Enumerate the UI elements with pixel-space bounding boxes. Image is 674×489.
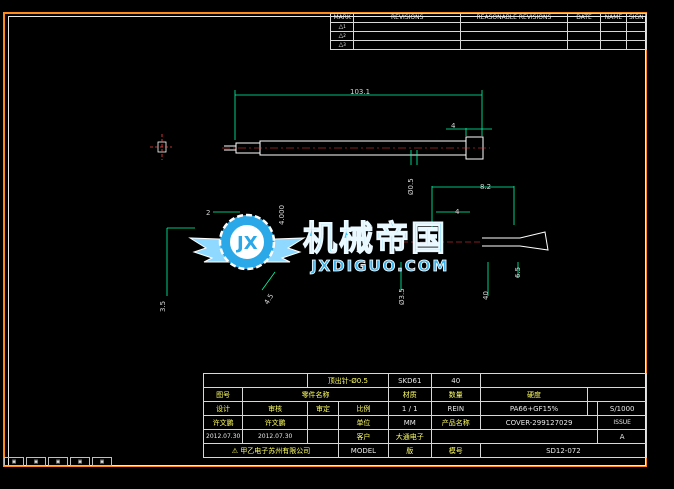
revision-row: △3 [329,40,648,50]
dim-label-6-5: 6.5 [514,267,522,278]
dim-overall-length: 103.1 [350,88,370,96]
resin-value: PA66+GF15% [479,401,589,416]
model-value: 版 [387,443,432,458]
selection-frame [3,12,647,467]
label-model: MODEL [338,443,389,458]
label-unit: 单位 [338,415,389,430]
ejector-pin-side-view[interactable] [222,136,490,160]
label-rein: REIN [430,401,481,416]
company-name: ⚠ 甲乙电子苏州有限公司 [202,443,340,458]
layout-tab[interactable]: ▣ [92,457,112,466]
dim-label-4000: 4.000 [278,205,286,225]
label-issue: ISSUE [597,415,647,430]
end-view-symbol [150,134,172,160]
dim-label-d3-5: Ø3.5 [398,288,406,305]
label-material: 材质 [387,387,432,402]
layout-tab[interactable]: ▣ [48,457,68,466]
dim-small-diameter: Ø0.5 [407,178,415,195]
quantity-value: 40 [430,373,481,388]
watermark-title: 机械帝国 [303,219,447,259]
label-part-name: 零件名称 [242,387,389,402]
label-product-name: 产品名称 [430,415,481,430]
label-quantity: 数量 [430,387,481,402]
scale-value: 1 / 1 [387,401,432,416]
dimension-lines-top [234,90,492,165]
dim-right-length: 8.2 [480,183,491,191]
winged-gear-icon: JX [188,213,306,271]
product-name-value: COVER-299127029 [479,415,599,430]
dim-label-3-5: 3.5 [159,301,167,312]
label-customer: 客户 [338,429,389,444]
issue-value: A [597,429,647,444]
revision-mark-triangle-icon: △3 [329,40,355,50]
label-scale: 比例 [338,401,389,416]
label-review: 审核 [242,401,308,416]
material-value: SKD61 [387,373,432,388]
review-date: 2012.07.30 [242,429,308,444]
dim-label-2: 2 [206,209,210,217]
shrink-value: S/1000 [597,401,647,416]
label-drawing-no: 图号 [202,387,244,402]
label-approve: 审定 [306,401,340,416]
logo-letters: JX [235,233,258,254]
revision-table: MARK REVISIONS REASONABLE REVISIONS DATE… [329,13,648,50]
reviewer-name: 许文鹏 [242,415,308,430]
dim-label-40: 40 [482,291,490,300]
detail-pin-tip[interactable] [402,231,549,251]
layout-tabs: ▣ ▣ ▣ ▣ ▣ [4,457,114,466]
label-hardness: 硬度 [479,387,589,402]
customer-value: 大通电子 [387,429,432,444]
layout-tab[interactable]: ▣ [70,457,90,466]
label-design: 设计 [202,401,244,416]
title-block: 顶出针-Ø0.5 SKD61 40 图号 零件名称 材质 数量 硬度 设计 审核… [202,373,648,458]
unit-value: MM [387,415,432,430]
mold-no-value: SD12-072 [479,443,648,458]
layout-tab[interactable]: ▣ [26,457,46,466]
watermark-subtitle: JXDIGUO.COM [310,257,449,275]
dimension-lines-detail [166,186,519,296]
drawing-border [8,16,646,466]
warning-triangle-icon: ⚠ [231,446,241,455]
designer-name: 许文鹏 [202,415,244,430]
dim-label-4: 4 [455,208,460,216]
part-name-value: 顶出针-Ø0.5 [306,373,389,388]
layout-tab[interactable]: ▣ [4,457,24,466]
design-date: 2012.07.30 [202,429,244,444]
label-mold-no: 模号 [430,443,481,458]
dim-head-length: 4 [451,122,456,130]
